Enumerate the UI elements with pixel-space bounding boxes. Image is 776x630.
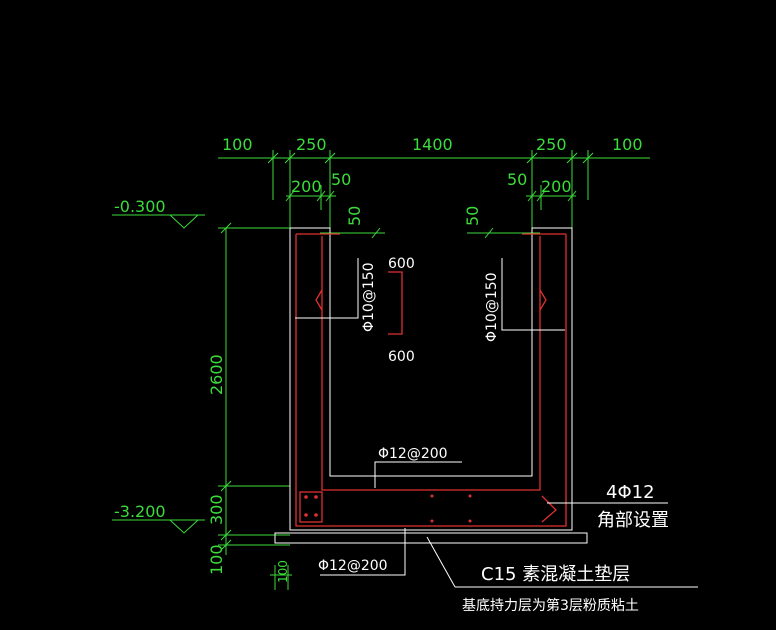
- waterstop-bottom-label: 600: [388, 349, 415, 365]
- dim-top-100-left: 100: [222, 135, 253, 154]
- dim-sub-50-right: 50: [507, 170, 527, 189]
- top-dimension-chain: [218, 150, 650, 232]
- elevation-marker-top: [112, 214, 205, 229]
- sub-dimension-chain: [285, 185, 577, 239]
- dim-sub-200-right: 200: [541, 177, 572, 196]
- dim-top-1400: 1400: [412, 135, 453, 154]
- vertical-dimension-chain: [218, 222, 292, 590]
- elevation-bottom-label: -3.200: [114, 502, 166, 521]
- dim-height-300: 300: [207, 494, 226, 525]
- dim-height-100: 100: [207, 544, 226, 575]
- channel-outline: [274, 227, 588, 544]
- rebar-slab-top-label: Φ12@200: [378, 446, 448, 462]
- elevation-marker-bottom: [112, 519, 205, 534]
- elevation-top-label: -0.300: [114, 197, 166, 216]
- corner-rebar-note-label: 角部设置: [597, 510, 669, 531]
- elevation-labels: -0.300 -3.200: [114, 197, 166, 521]
- rebar-labels: Φ10@150 Φ10@150 600 600 Φ12@200 Φ12@200 …: [318, 256, 669, 574]
- corner-rebar-qty-label: 4Φ12: [606, 482, 655, 503]
- leader-lines: [295, 258, 698, 588]
- rebar-slab-bottom-label: Φ12@200: [318, 558, 388, 574]
- dim-sub-50-left: 50: [331, 170, 351, 189]
- waterstop-top-label: 600: [388, 256, 415, 272]
- rebar-wall-right-label: Φ10@150: [484, 272, 500, 342]
- rebar-cage: [295, 233, 567, 527]
- dim-top-250-right: 250: [536, 135, 567, 154]
- rebar-dots: [304, 494, 472, 523]
- bearing-layer-note: 基底持力层为第3层粉质粘土: [462, 597, 639, 614]
- dim-top-100-right: 100: [612, 135, 643, 154]
- dim-bottom-100: 100: [276, 560, 290, 583]
- dim-top-250-left: 250: [296, 135, 327, 154]
- rebar-wall-left-label: Φ10@150: [361, 262, 377, 332]
- notes: C15 素混凝土垫层 基底持力层为第3层粉质粘土: [462, 564, 639, 614]
- dim-wall-50-right: 50: [463, 206, 482, 226]
- dimension-labels: 100 250 1400 250 100 200 50 50 200 50 50…: [207, 135, 643, 583]
- dim-sub-200-left: 200: [291, 177, 322, 196]
- cushion-note: C15 素混凝土垫层: [481, 564, 630, 585]
- dim-height-2600: 2600: [207, 354, 226, 395]
- dim-wall-50-left: 50: [345, 206, 364, 226]
